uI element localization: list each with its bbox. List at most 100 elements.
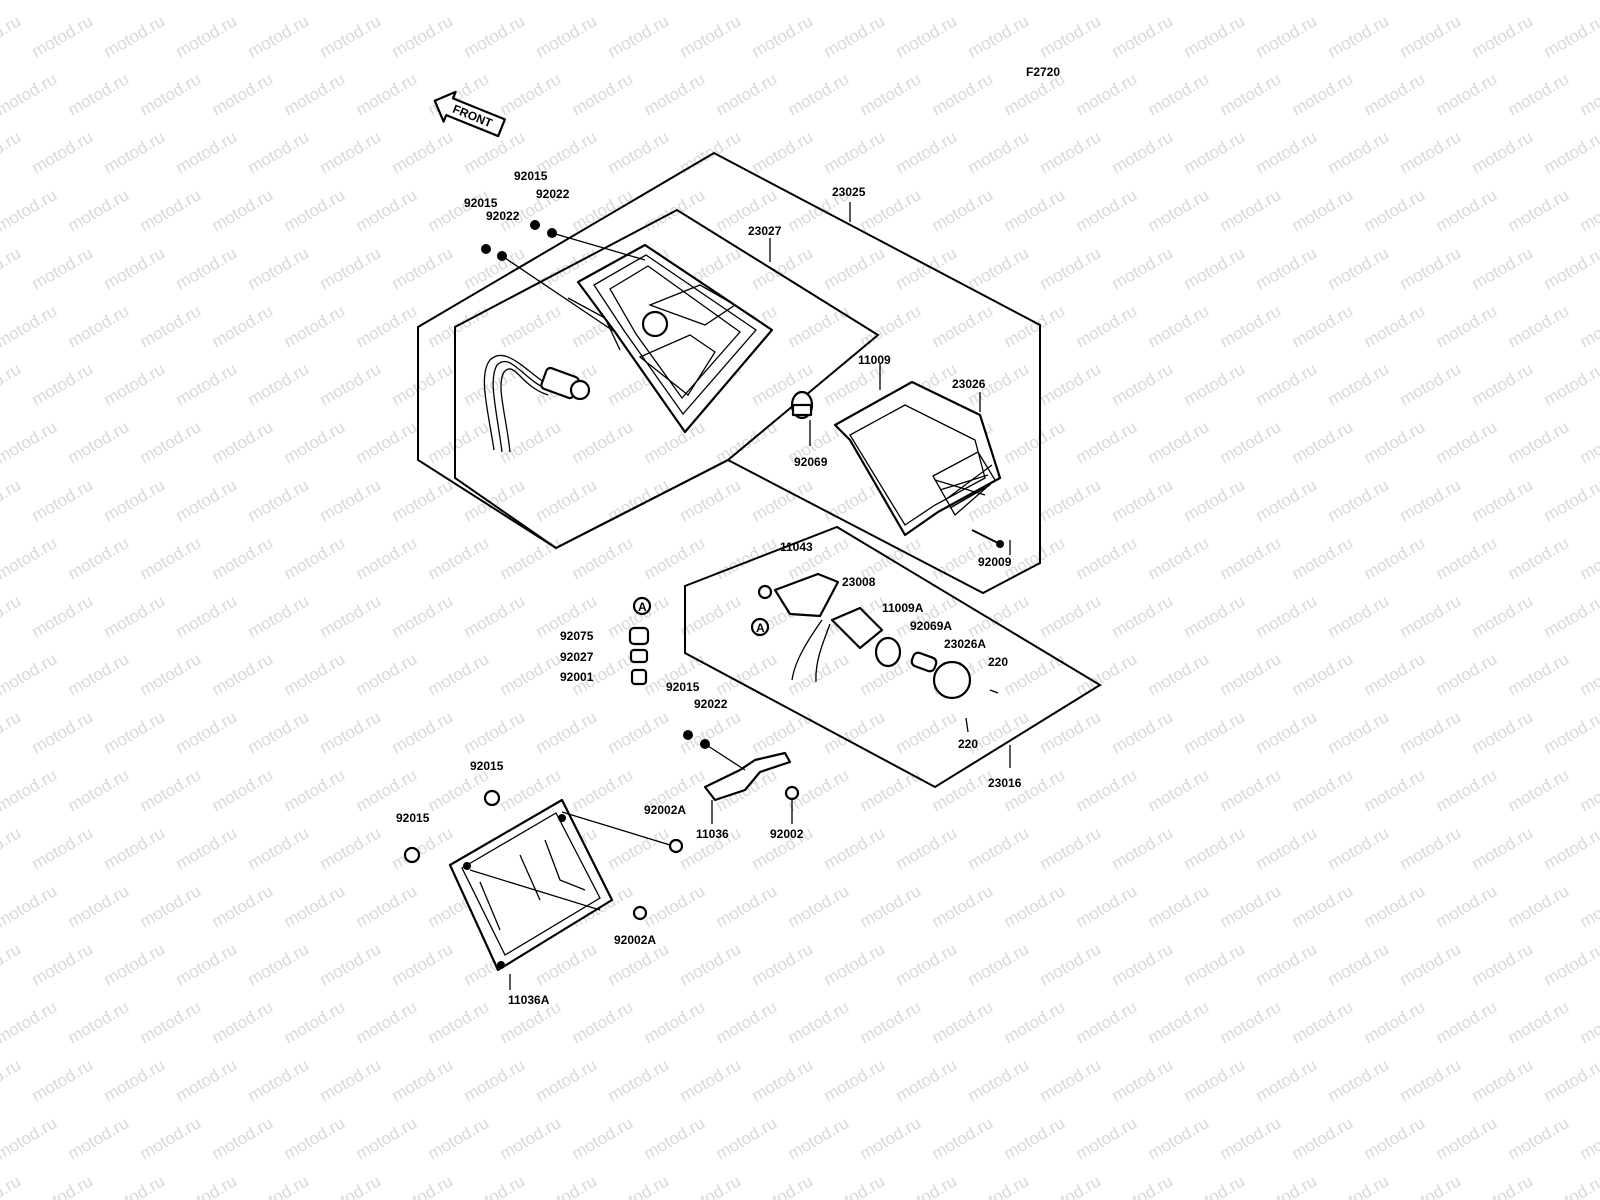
- watermark-text: motod.ru: [1253, 1055, 1321, 1105]
- watermark-text: motod.ru: [101, 707, 169, 757]
- watermark-text: motod.ru: [1037, 823, 1105, 873]
- watermark-text: motod.ru: [389, 591, 457, 641]
- watermark-text: motod.ru: [1397, 475, 1465, 525]
- watermark-text: motod.ru: [1361, 533, 1429, 583]
- watermark-text: motod.ru: [713, 997, 781, 1047]
- watermark-text: motod.ru: [1145, 765, 1213, 815]
- watermark-text: motod.ru: [389, 127, 457, 177]
- watermark-text: motod.ru: [1037, 591, 1105, 641]
- watermark-text: motod.ru: [569, 533, 637, 583]
- watermark-text: motod.ru: [1505, 69, 1573, 119]
- part-label: 92022: [486, 209, 520, 223]
- part-label: 92002A: [614, 933, 656, 947]
- watermark-text: motod.ru: [929, 881, 997, 931]
- watermark-text: motod.ru: [0, 939, 24, 989]
- watermark-text: motod.ru: [1181, 939, 1249, 989]
- watermark-text: motod.ru: [749, 939, 817, 989]
- watermark-text: motod.ru: [101, 127, 169, 177]
- part-label: 23016: [988, 776, 1022, 790]
- watermark-text: motod.ru: [317, 11, 385, 61]
- watermark-text: motod.ru: [1217, 301, 1285, 351]
- part-label: 92069A: [910, 619, 952, 633]
- watermark-text: motod.ru: [497, 649, 565, 699]
- watermark-text: motod.ru: [1037, 243, 1105, 293]
- watermark-text: motod.ru: [173, 707, 241, 757]
- watermark-text: motod.ru: [29, 359, 97, 409]
- watermark-text: motod.ru: [317, 591, 385, 641]
- watermark-text: motod.ru: [1145, 69, 1213, 119]
- watermark-text: motod.ru: [929, 301, 997, 351]
- watermark-text: motod.ru: [245, 1171, 313, 1200]
- watermark-text: motod.ru: [1001, 765, 1069, 815]
- watermark-text: motod.ru: [749, 707, 817, 757]
- watermark-text: motod.ru: [497, 0, 565, 3]
- watermark-text: motod.ru: [1217, 881, 1285, 931]
- watermark-text: motod.ru: [1397, 707, 1465, 757]
- license-plate-bracket-drawing: [403, 789, 684, 972]
- watermark-text: motod.ru: [1109, 1171, 1177, 1200]
- watermark-text: motod.ru: [749, 243, 817, 293]
- watermark-text: motod.ru: [389, 1171, 457, 1200]
- watermark-text: motod.ru: [1181, 823, 1249, 873]
- watermark-text: motod.ru: [29, 591, 97, 641]
- watermark-text: motod.ru: [713, 69, 781, 119]
- watermark-text: motod.ru: [785, 0, 853, 3]
- part-label: 92022: [694, 697, 728, 711]
- watermark-text: motod.ru: [605, 11, 673, 61]
- watermark-text: motod.ru: [749, 1055, 817, 1105]
- watermark-text: motod.ru: [533, 1055, 601, 1105]
- watermark-text: motod.ru: [425, 1113, 493, 1163]
- watermark-text: motod.ru: [1577, 301, 1600, 351]
- watermark-text: motod.ru: [353, 881, 421, 931]
- watermark-text: motod.ru: [1577, 1113, 1600, 1163]
- watermark-text: motod.ru: [209, 997, 277, 1047]
- watermark-text: motod.ru: [29, 243, 97, 293]
- part-label: 92015: [666, 680, 700, 694]
- watermark-text: motod.ru: [1037, 11, 1105, 61]
- watermark-text: motod.ru: [1037, 359, 1105, 409]
- watermark-text: motod.ru: [1289, 417, 1357, 467]
- watermark-text: motod.ru: [281, 997, 349, 1047]
- watermark-text: motod.ru: [1505, 417, 1573, 467]
- watermark-text: motod.ru: [569, 1113, 637, 1163]
- watermark-text: motod.ru: [497, 69, 565, 119]
- assembly-outline-23025: [417, 151, 1041, 595]
- watermark-text: motod.ru: [173, 359, 241, 409]
- watermark-text: motod.ru: [65, 765, 133, 815]
- watermark-text: motod.ru: [1433, 185, 1501, 235]
- watermark-text: motod.ru: [209, 69, 277, 119]
- watermark-text: motod.ru: [1289, 881, 1357, 931]
- watermark-text: motod.ru: [1253, 939, 1321, 989]
- watermark-text: motod.ru: [65, 1113, 133, 1163]
- watermark-text: motod.ru: [641, 533, 709, 583]
- part-label: 11036A: [508, 993, 550, 1007]
- grommet-stack-drawing: [628, 626, 650, 686]
- part-label: 92022: [536, 187, 570, 201]
- watermark-text: motod.ru: [1397, 939, 1465, 989]
- part-label: 92015: [514, 169, 548, 183]
- watermark-text: motod.ru: [1469, 1055, 1537, 1105]
- watermark-text: motod.ru: [1325, 1171, 1393, 1200]
- part-label: 23027: [748, 224, 782, 238]
- watermark-text: motod.ru: [29, 475, 97, 525]
- watermark-text: motod.ru: [209, 649, 277, 699]
- watermark-text: motod.ru: [137, 69, 205, 119]
- part-label: 23008: [842, 575, 876, 589]
- watermark-text: motod.ru: [1577, 0, 1600, 3]
- watermark-text: motod.ru: [1001, 997, 1069, 1047]
- watermark-text: motod.ru: [65, 69, 133, 119]
- watermark-text: motod.ru: [1145, 185, 1213, 235]
- watermark-text: motod.ru: [317, 475, 385, 525]
- watermark-text: motod.ru: [929, 997, 997, 1047]
- watermark-text: motod.ru: [245, 359, 313, 409]
- watermark-text: motod.ru: [1253, 359, 1321, 409]
- watermark-text: motod.ru: [1541, 1171, 1600, 1200]
- watermark-text: motod.ru: [245, 939, 313, 989]
- watermark-text: motod.ru: [0, 69, 60, 119]
- watermark-text: motod.ru: [857, 185, 925, 235]
- watermark-text: motod.ru: [101, 823, 169, 873]
- bulb-92069-icon: [790, 390, 814, 420]
- watermark-text: motod.ru: [1181, 243, 1249, 293]
- watermark-text: motod.ru: [1397, 1171, 1465, 1200]
- watermark-text: motod.ru: [965, 243, 1033, 293]
